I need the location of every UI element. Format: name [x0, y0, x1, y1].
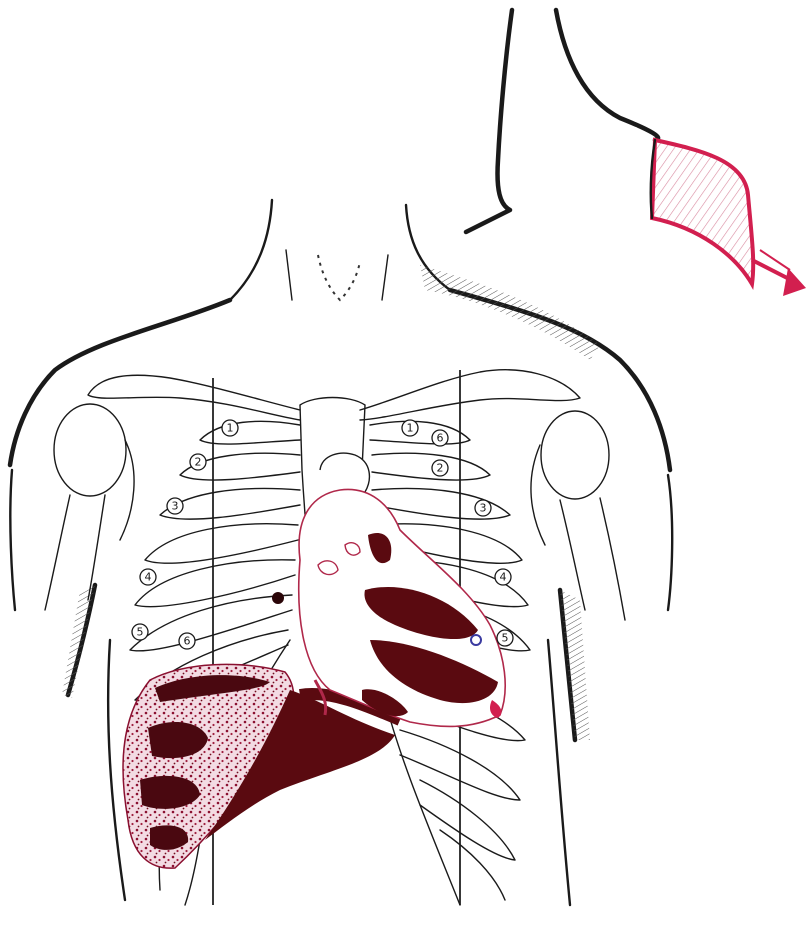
right-clavicle [360, 370, 580, 420]
costal-margin-left [385, 700, 460, 905]
rib [370, 421, 470, 444]
left-rib-marker-label: 5 [502, 632, 509, 645]
left-rib-marker-label: 4 [500, 571, 507, 584]
right-humeral-head [541, 411, 609, 499]
rib [130, 595, 292, 651]
rib [420, 780, 515, 860]
heart [272, 453, 505, 726]
left-rib-marker-label: 2 [437, 462, 444, 475]
left-humeral-head [54, 404, 126, 496]
throat-dots [318, 255, 360, 300]
right-shoulder-shading [420, 265, 600, 360]
right-arm-shading [560, 590, 590, 740]
right-shoulder-line [450, 290, 670, 470]
left-rib-marker-label: 1 [407, 422, 414, 435]
rib [372, 453, 490, 480]
left-humerus [45, 495, 105, 610]
right-rib-marker-label: 1 [227, 422, 234, 435]
left-arm-outer [10, 470, 15, 610]
neck-left-line [230, 200, 272, 300]
left-scapula-edge [120, 440, 134, 540]
right-flank-line [548, 640, 570, 905]
rib [135, 560, 295, 607]
right-rib-marker-label: 6 [184, 635, 191, 648]
right-rib-marker-label: 2 [195, 456, 202, 469]
rib [145, 524, 298, 563]
marker-dot-dark [272, 592, 284, 604]
profile-inset [466, 10, 806, 296]
left-clavicle [88, 375, 300, 420]
right-rib-marker-label: 3 [172, 500, 179, 513]
direction-arrowhead [783, 268, 806, 296]
left-rib-marker-label: 6 [437, 432, 444, 445]
right-arm-outer [668, 475, 672, 610]
profile-chest-bulge [652, 140, 753, 284]
left-rib-marker-label: 3 [480, 502, 487, 515]
left-arm-shading [62, 585, 95, 698]
neck-crease-right [382, 255, 388, 300]
profile-front-line [556, 10, 658, 140]
right-rib-markers: 1 2 3 4 5 6 [132, 420, 238, 649]
left-shoulder-line [10, 300, 230, 465]
right-rib-marker-label: 4 [145, 571, 152, 584]
right-scapula-edge [531, 445, 545, 545]
rib [200, 421, 300, 444]
right-rib-marker-label: 5 [137, 626, 144, 639]
profile-back-line [466, 10, 512, 232]
neck-crease-left [286, 250, 292, 300]
